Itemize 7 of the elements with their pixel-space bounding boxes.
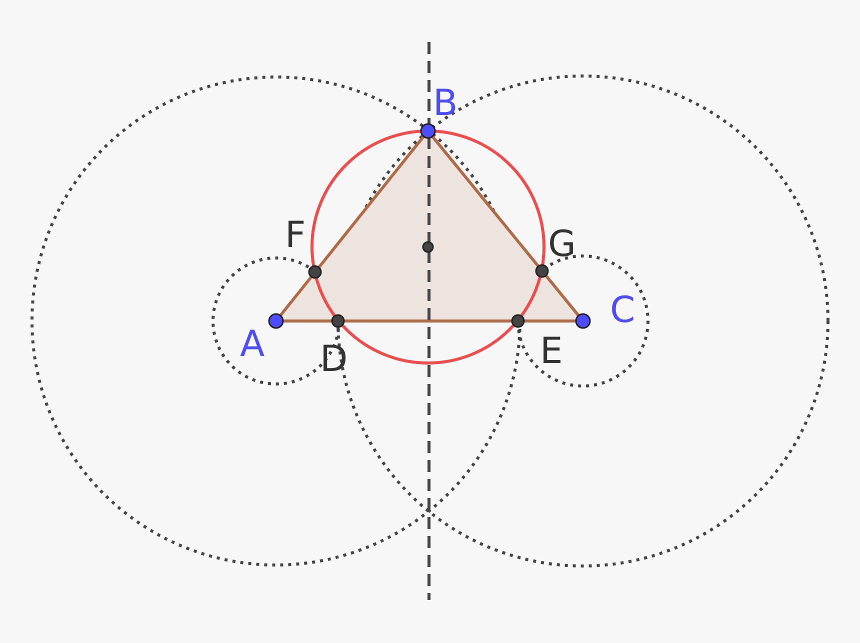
point-label: E [540, 332, 563, 372]
point-label: B [433, 84, 458, 124]
point-label: A [240, 325, 265, 365]
point-label: C [610, 291, 636, 331]
point-label: F [285, 216, 306, 256]
point-label: G [548, 225, 576, 265]
point-label: D [320, 340, 348, 380]
